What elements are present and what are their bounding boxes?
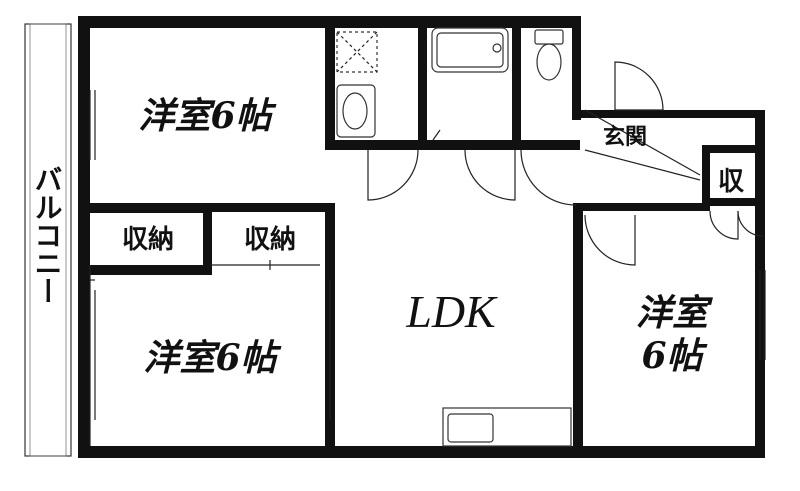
room-label-western-right-line2: 6帖 bbox=[641, 335, 708, 377]
kitchen-sink-icon bbox=[442, 407, 572, 447]
storage-label-center: 収納 bbox=[244, 224, 296, 255]
washbasin-icon bbox=[336, 84, 376, 138]
room-label-western-top-left: 洋室6帖 bbox=[138, 95, 277, 137]
walls bbox=[78, 16, 765, 458]
entrance-label: 玄関 bbox=[603, 124, 647, 150]
thin-lines bbox=[89, 90, 766, 446]
bathtub-icon bbox=[431, 27, 509, 73]
toilet-icon bbox=[534, 29, 564, 81]
doors bbox=[210, 61, 764, 270]
ldk-label: LDK bbox=[405, 286, 498, 337]
balcony-label: バルコニー bbox=[31, 165, 64, 305]
room-label-western-bottom-left: 洋室6帖 bbox=[143, 337, 282, 379]
storage-label-left: 収納 bbox=[122, 224, 174, 255]
shower-area-icon bbox=[336, 31, 378, 73]
room-label-western-right-line1: 洋室 bbox=[636, 292, 713, 334]
balcony bbox=[24, 23, 72, 457]
storage-label-entrance: 収 bbox=[718, 167, 745, 197]
